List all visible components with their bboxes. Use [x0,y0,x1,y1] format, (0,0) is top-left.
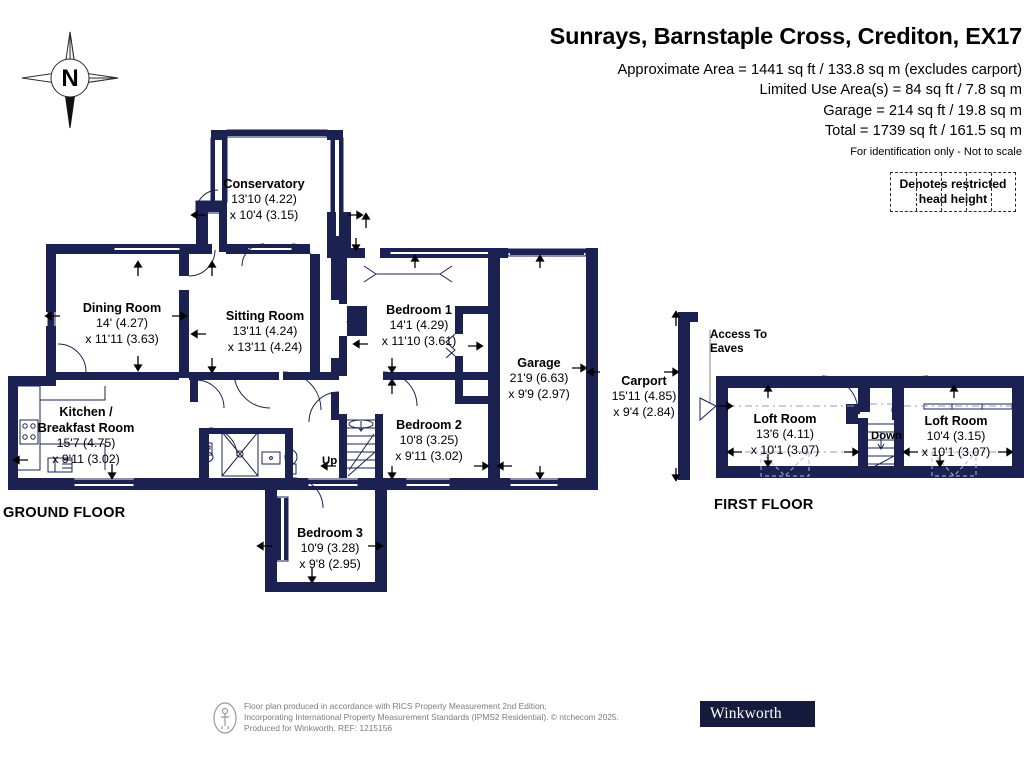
room-label-loft-room-left: Loft Room 13'6 (4.11) x 10'1 (3.07) [751,411,820,459]
eaves-hatch-marker [699,397,717,422]
room-label-garage: Garage 21'9 (6.63) x 9'9 (2.97) [508,355,570,403]
room-name: Garage [517,356,561,370]
first-floor-windows [923,403,1013,410]
footer-line-2: Incorporating International Property Mea… [244,712,619,722]
room-name: Bedroom 2 [396,418,462,432]
room-dim-2: x 9'8 (2.95) [299,556,361,571]
access-to-eaves-line-2: Eaves [710,342,744,356]
area-line-limited-use: Limited Use Area(s) = 84 sq ft / 7.8 sq … [759,82,1022,99]
footer-line-1: Floor plan produced in accordance with R… [244,701,547,711]
room-dim-2: x 10'1 (3.07) [921,444,991,459]
room-dim-2: x 9'11 (3.02) [52,452,120,467]
legend-line-2: head height [918,192,988,206]
area-line-garage: Garage = 214 sq ft / 19.8 sq m [823,102,1022,119]
room-label-kitchen-breakfast-room: Kitchen / Breakfast Room 15'7 (4.75) x 9… [38,404,135,468]
room-dim-1: 10'4 (3.15) [926,429,986,444]
disclaimer-text: For identification only - Not to scale [850,145,1022,158]
room-label-loft-room-right: Loft Room 10'4 (3.15) x 10'1 (3.07) [922,413,991,461]
room-dim-1: 13'11 (4.24) [232,324,298,339]
room-name: Bedroom 3 [297,526,363,540]
area-line-total: Total = 1739 sq ft / 161.5 sq m [824,123,1022,140]
room-label-dining-room: Dining Room 14' (4.27) x 11'11 (3.63) [83,300,161,348]
header-block: Sunrays, Barnstaple Cross, Crediton, EX1… [402,23,1023,160]
page-title: Sunrays, Barnstaple Cross, Crediton, EX1… [549,23,1023,49]
room-dim-1: 13'10 (4.22) [231,192,297,207]
room-label-bedroom-3: Bedroom 3 10'9 (3.28) x 9'8 (2.95) [297,525,363,573]
stairs-down-label: Down [871,430,903,442]
room-name: Kitchen / [59,405,113,419]
restricted-head-height-legend: Denotes restricted head height [890,172,1016,212]
room-dim-2: x 10'4 (3.15) [229,207,299,222]
room-name: Dining Room [82,301,162,315]
room-dim-2: x 9'9 (2.97) [508,386,570,401]
room-dim-2: x 13'11 (4.24) [227,339,303,354]
room-dim-1: 21'9 (6.63) [509,371,569,386]
first-floor-label: FIRST FLOOR [714,497,814,513]
room-label-bedroom-2: Bedroom 2 10'8 (3.25) x 9'11 (3.02) [395,417,463,465]
room-dim-1: 15'7 (4.75) [56,436,116,451]
legend-line-1: Denotes restricted [899,177,1007,192]
room-dim-2: x 11'11 (3.63) [85,331,159,346]
room-dim-1: 10'9 (3.28) [300,541,360,556]
room-dim-1: 15'11 (4.85) [611,389,677,404]
winkworth-logo: Winkworth [700,701,815,727]
room-name-line2: Breakfast Room [37,421,135,436]
compass-north-icon: N [18,26,122,132]
access-to-eaves-label: Access To Eaves [710,328,767,357]
room-dim-2: x 11'10 (3.61) [381,333,457,348]
room-dim-1: 13'6 (4.11) [756,427,814,442]
carport-walls [678,312,698,480]
person-icon [213,702,237,734]
room-label-bedroom-1: Bedroom 1 14'1 (4.29) x 11'10 (3.61) [382,302,456,350]
room-name: Loft Room [924,414,988,428]
room-name: Carport [621,374,667,388]
footer-line-3: Produced for Winkworth. REF: 1215156 [244,723,393,733]
room-dim-1: 14'1 (4.29) [389,318,449,333]
stairs-up-label: Up [322,455,338,467]
room-label-carport: Carport 15'11 (4.85) x 9'4 (2.84) [612,373,677,421]
room-name: Sitting Room [225,309,305,323]
area-line-approximate: Approximate Area = 1441 sq ft / 133.8 sq… [617,61,1022,78]
room-dim-1: 10'8 (3.25) [399,433,459,448]
room-dim-1: 14' (4.27) [96,316,148,331]
room-dim-2: x 9'11 (3.02) [395,448,463,463]
ground-floor-label: GROUND FLOOR [3,505,126,521]
room-name: Loft Room [753,412,817,426]
room-dim-2: x 9'4 (2.84) [613,404,675,419]
room-label-sitting-room: Sitting Room 13'11 (4.24) x 13'11 (4.24) [226,308,304,356]
room-label-conservatory: Conservatory 13'10 (4.22) x 10'4 (3.15) [223,176,304,224]
first-floor-doors [821,375,929,413]
room-name: Bedroom 1 [386,303,452,317]
access-to-eaves-line-1: Access To [710,328,768,341]
compass-label: N [61,65,78,92]
room-dim-2: x 10'1 (3.07) [750,442,820,457]
room-name: Conservatory [223,177,305,191]
